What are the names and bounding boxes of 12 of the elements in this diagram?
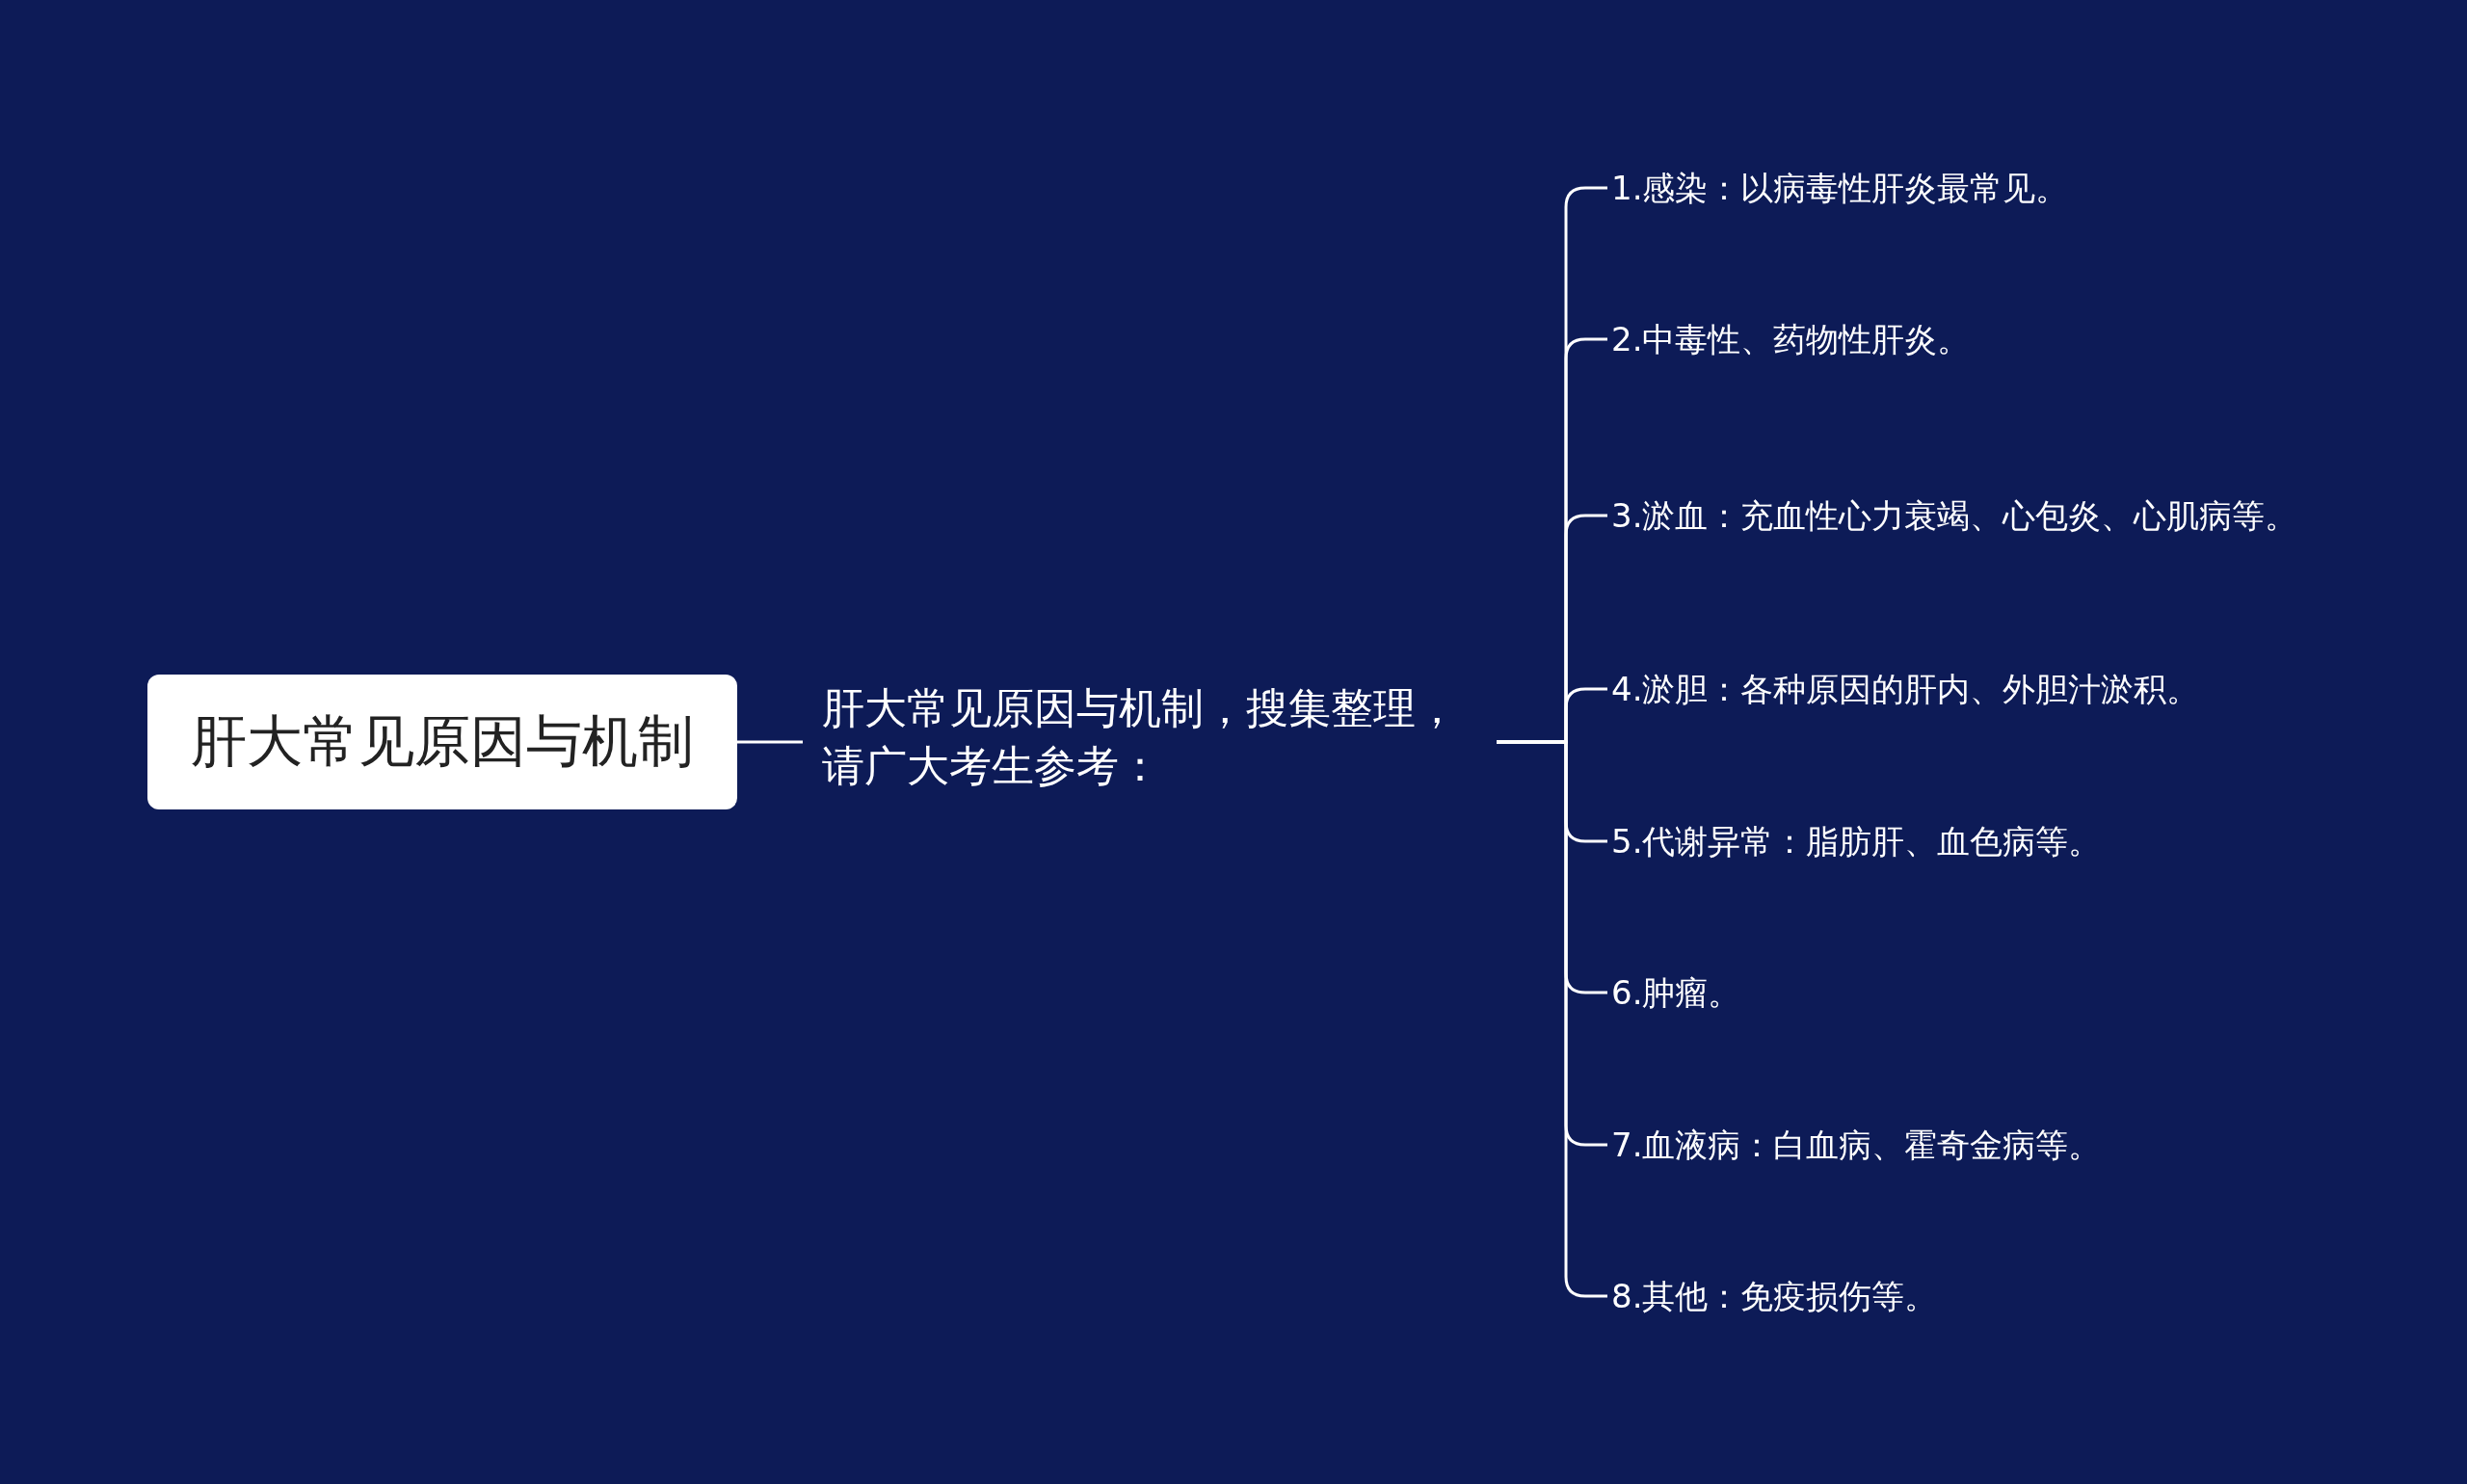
branch-text: 4.淤胆：各种原因的肝内、外胆汁淤积。 <box>1611 665 2305 713</box>
subtopic-text: 肝大常见原因与机制，搜集整理，请广大考生参考： <box>822 679 1497 795</box>
branch-text: 8.其他：免疫损伤等。 <box>1611 1272 2305 1320</box>
branch-text: 7.血液病：白血病、霍奇金病等。 <box>1611 1121 2305 1169</box>
branch-text: 6.肿瘤。 <box>1611 968 2305 1017</box>
connector-line <box>737 740 803 744</box>
topic-box: 肝大常见原因与机制 <box>147 675 737 809</box>
branch-text: 5.代谢异常：脂肪肝、血色病等。 <box>1611 817 2305 865</box>
branch-text: 3.淤血：充血性心力衰竭、心包炎、心肌病等。 <box>1611 491 2305 540</box>
branch-text: 1.感染：以病毒性肝炎最常见。 <box>1611 164 2305 212</box>
connector-line <box>1497 740 1607 1298</box>
branch-text: 2.中毒性、药物性肝炎。 <box>1611 315 2305 363</box>
